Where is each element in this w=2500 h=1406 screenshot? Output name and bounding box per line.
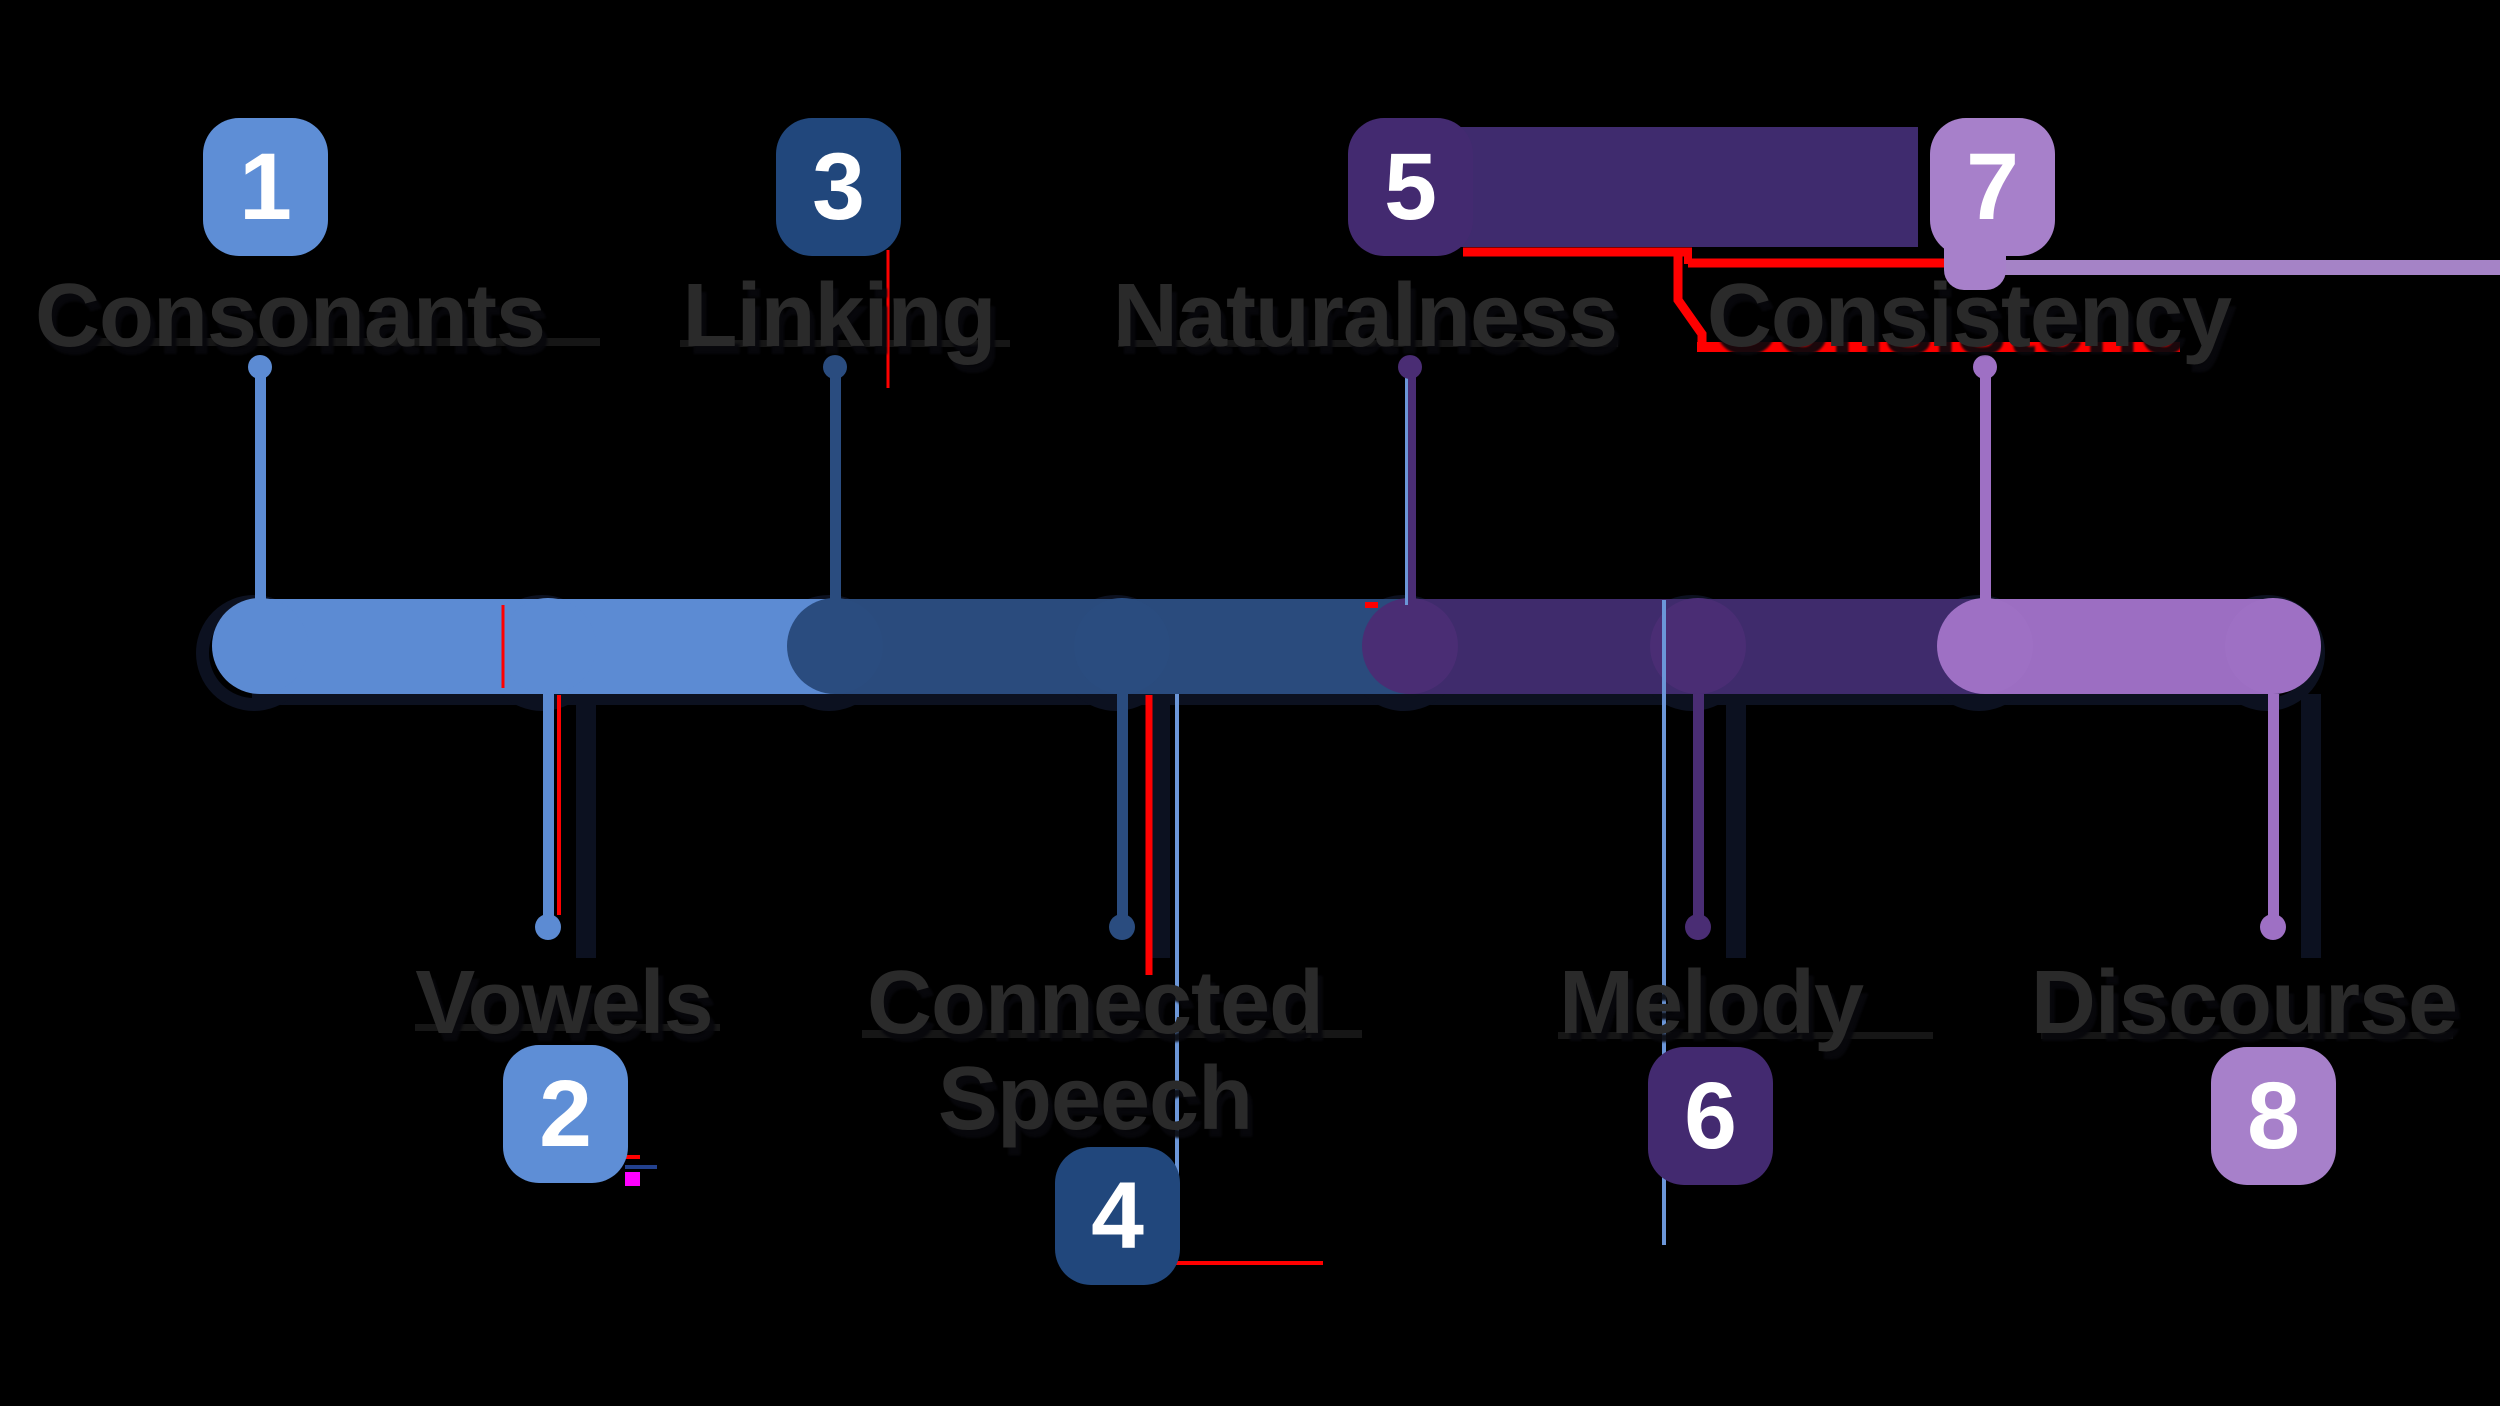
- consistency-side-bar: [1955, 260, 2500, 275]
- item-2-number: 2: [539, 1060, 592, 1167]
- item-6-label-underline: [1558, 1032, 1933, 1039]
- item-5-circle: [1362, 598, 1458, 694]
- item-8-circle: [2225, 598, 2321, 694]
- item-3-dot: [823, 355, 847, 379]
- item-8-number: 8: [2247, 1062, 2300, 1169]
- item-7-badge: 7: [1930, 118, 2055, 256]
- item-4-label-underline: [862, 1030, 1362, 1038]
- item-2-label-underline: [415, 1024, 720, 1031]
- item-2-stem-shadow: [576, 694, 596, 958]
- item-3-label-underline: [680, 340, 1010, 347]
- item-5-label-underline: [1118, 340, 1618, 347]
- item-4-badge: 4: [1055, 1147, 1180, 1285]
- item-3-number: 3: [812, 133, 865, 240]
- item-3-stem: [830, 367, 841, 605]
- item-6-label: Melody: [1558, 953, 1864, 1053]
- item-5-stem: [1405, 367, 1416, 605]
- item-6-number: 6: [1684, 1062, 1737, 1169]
- item-8-label: Discourse: [2030, 953, 2458, 1053]
- item-7-number: 7: [1966, 133, 2019, 240]
- item-2-label: Vowels: [415, 953, 713, 1053]
- item-4-stem-shadow: [1150, 694, 1170, 958]
- item-3-badge: 3: [776, 118, 901, 256]
- item-5-dot: [1398, 355, 1422, 379]
- item-1-label: Consonants: [34, 266, 546, 366]
- item-6-stem: [1693, 694, 1704, 930]
- item-8-stem-shadow: [2301, 694, 2321, 958]
- item-7-label: Consistency: [1706, 266, 2232, 366]
- item-1-badge: 1: [203, 118, 328, 256]
- item-4-circle: [1074, 598, 1170, 694]
- item-2-circle: [500, 598, 596, 694]
- item-7-stem: [1980, 367, 1991, 605]
- item-2-stem: [543, 694, 554, 930]
- item-4-label: Connected Speech: [866, 953, 1324, 1149]
- item-4-dot: [1109, 914, 1135, 940]
- item-8-dot: [2260, 914, 2286, 940]
- item-2-dot: [535, 914, 561, 940]
- item-8-stem: [2268, 694, 2279, 930]
- item-7-circle: [1937, 598, 2033, 694]
- item-1-dot: [248, 355, 272, 379]
- item-1-label-underline: [60, 338, 600, 346]
- item-6-dot: [1685, 914, 1711, 940]
- item-3-label: Linking: [682, 266, 997, 366]
- item-1-stem: [255, 367, 266, 605]
- item-8-badge: 8: [2211, 1047, 2336, 1185]
- connector-rect-5-7: [1404, 127, 1918, 247]
- item-6-badge: 6: [1648, 1047, 1773, 1185]
- item-8-label-underline: [2041, 1032, 2453, 1039]
- item-3-circle: [787, 598, 883, 694]
- item-1-number: 1: [239, 133, 292, 240]
- item-5-label: Naturalness: [1112, 266, 1618, 366]
- item-5-number: 5: [1384, 133, 1437, 240]
- item-6-stem-shadow: [1726, 694, 1746, 958]
- item-1-circle: [212, 598, 308, 694]
- item-2-badge: 2: [503, 1045, 628, 1183]
- item-4-number: 4: [1091, 1162, 1144, 1269]
- item-5-badge: 5: [1348, 118, 1473, 256]
- item-4-stem: [1117, 694, 1128, 930]
- item-7-dot: [1973, 355, 1997, 379]
